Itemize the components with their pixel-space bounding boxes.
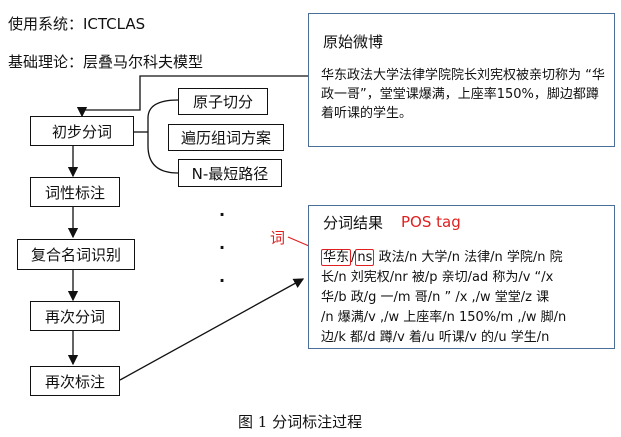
method-n-shortest-path: N-最短路径 — [178, 159, 282, 187]
ellipsis-dot-2: · — [219, 238, 226, 257]
pos-tag-annotation-label: POS tag — [401, 213, 461, 231]
theory-label: 基础理论：层叠马尔科夫模型 — [8, 53, 204, 71]
step-initial-segmentation: 初步分词 — [30, 116, 134, 146]
result-line-5: 边/k 都/d 蹲/v 着/u 听课/v 的/u 学生/n — [321, 330, 550, 345]
result-line-2: 长/n 刘宪权/nr 被/p 亲切/ad 称为/v “/x — [321, 270, 554, 285]
result-arrow — [119, 278, 305, 381]
figure-caption: 图 1 分词标注过程 — [238, 413, 363, 431]
step-compound-noun-recognition: 复合名词识别 — [17, 239, 135, 270]
ellipsis-dot-3: · — [219, 271, 226, 290]
result-line-1-rest: 政法/n 大学/n 法律/n 学院/n 院 — [378, 250, 563, 265]
weibo-panel-title: 原始微博 — [323, 33, 384, 51]
method-traverse-combinations: 遍历组词方案 — [168, 124, 284, 151]
method-atomic-segmentation: 原子切分 — [178, 88, 268, 115]
result-line-1: 华东/ns 政法/n 大学/n 法律/n 学院/n 院 — [321, 246, 563, 266]
ellipsis-dot-1: · — [219, 205, 226, 224]
highlighted-pos-tag: ns — [355, 249, 375, 266]
weibo-panel: 原始微博 华东政法大学法律学院院长刘宪权被亲切称为 “华政一哥”，堂堂课爆满，上… — [308, 13, 615, 147]
word-tag-separator: / — [351, 250, 356, 265]
system-label: 使用系统：ICTCLAS — [8, 15, 146, 33]
weibo-panel-body: 华东政法大学法律学院院长刘宪权被亲切称为 “华政一哥”，堂堂课爆满，上座率150… — [321, 68, 605, 121]
step-retagging: 再次标注 — [30, 366, 120, 396]
step-pos-tagging: 词性标注 — [30, 177, 120, 207]
segmentation-result-panel: 分词结果 华东/ns 政法/n 大学/n 法律/n 学院/n 院 长/n 刘宪权… — [308, 205, 615, 349]
result-panel-title: 分词结果 — [323, 214, 384, 232]
highlighted-word: 华东 — [321, 249, 352, 266]
bracket-curve — [147, 99, 179, 174]
weibo-connector — [76, 75, 308, 118]
word-annotation-label: 词 — [270, 229, 286, 247]
result-line-4: /n 爆满/v ,/w 上座率/n 150%/m ,/w 脚/n — [321, 310, 567, 325]
result-line-3: 华/b 政/g 一/m 哥/n ” /x ,/w 堂堂/z 课 — [321, 290, 550, 305]
step-resegmentation: 再次分词 — [30, 301, 120, 331]
